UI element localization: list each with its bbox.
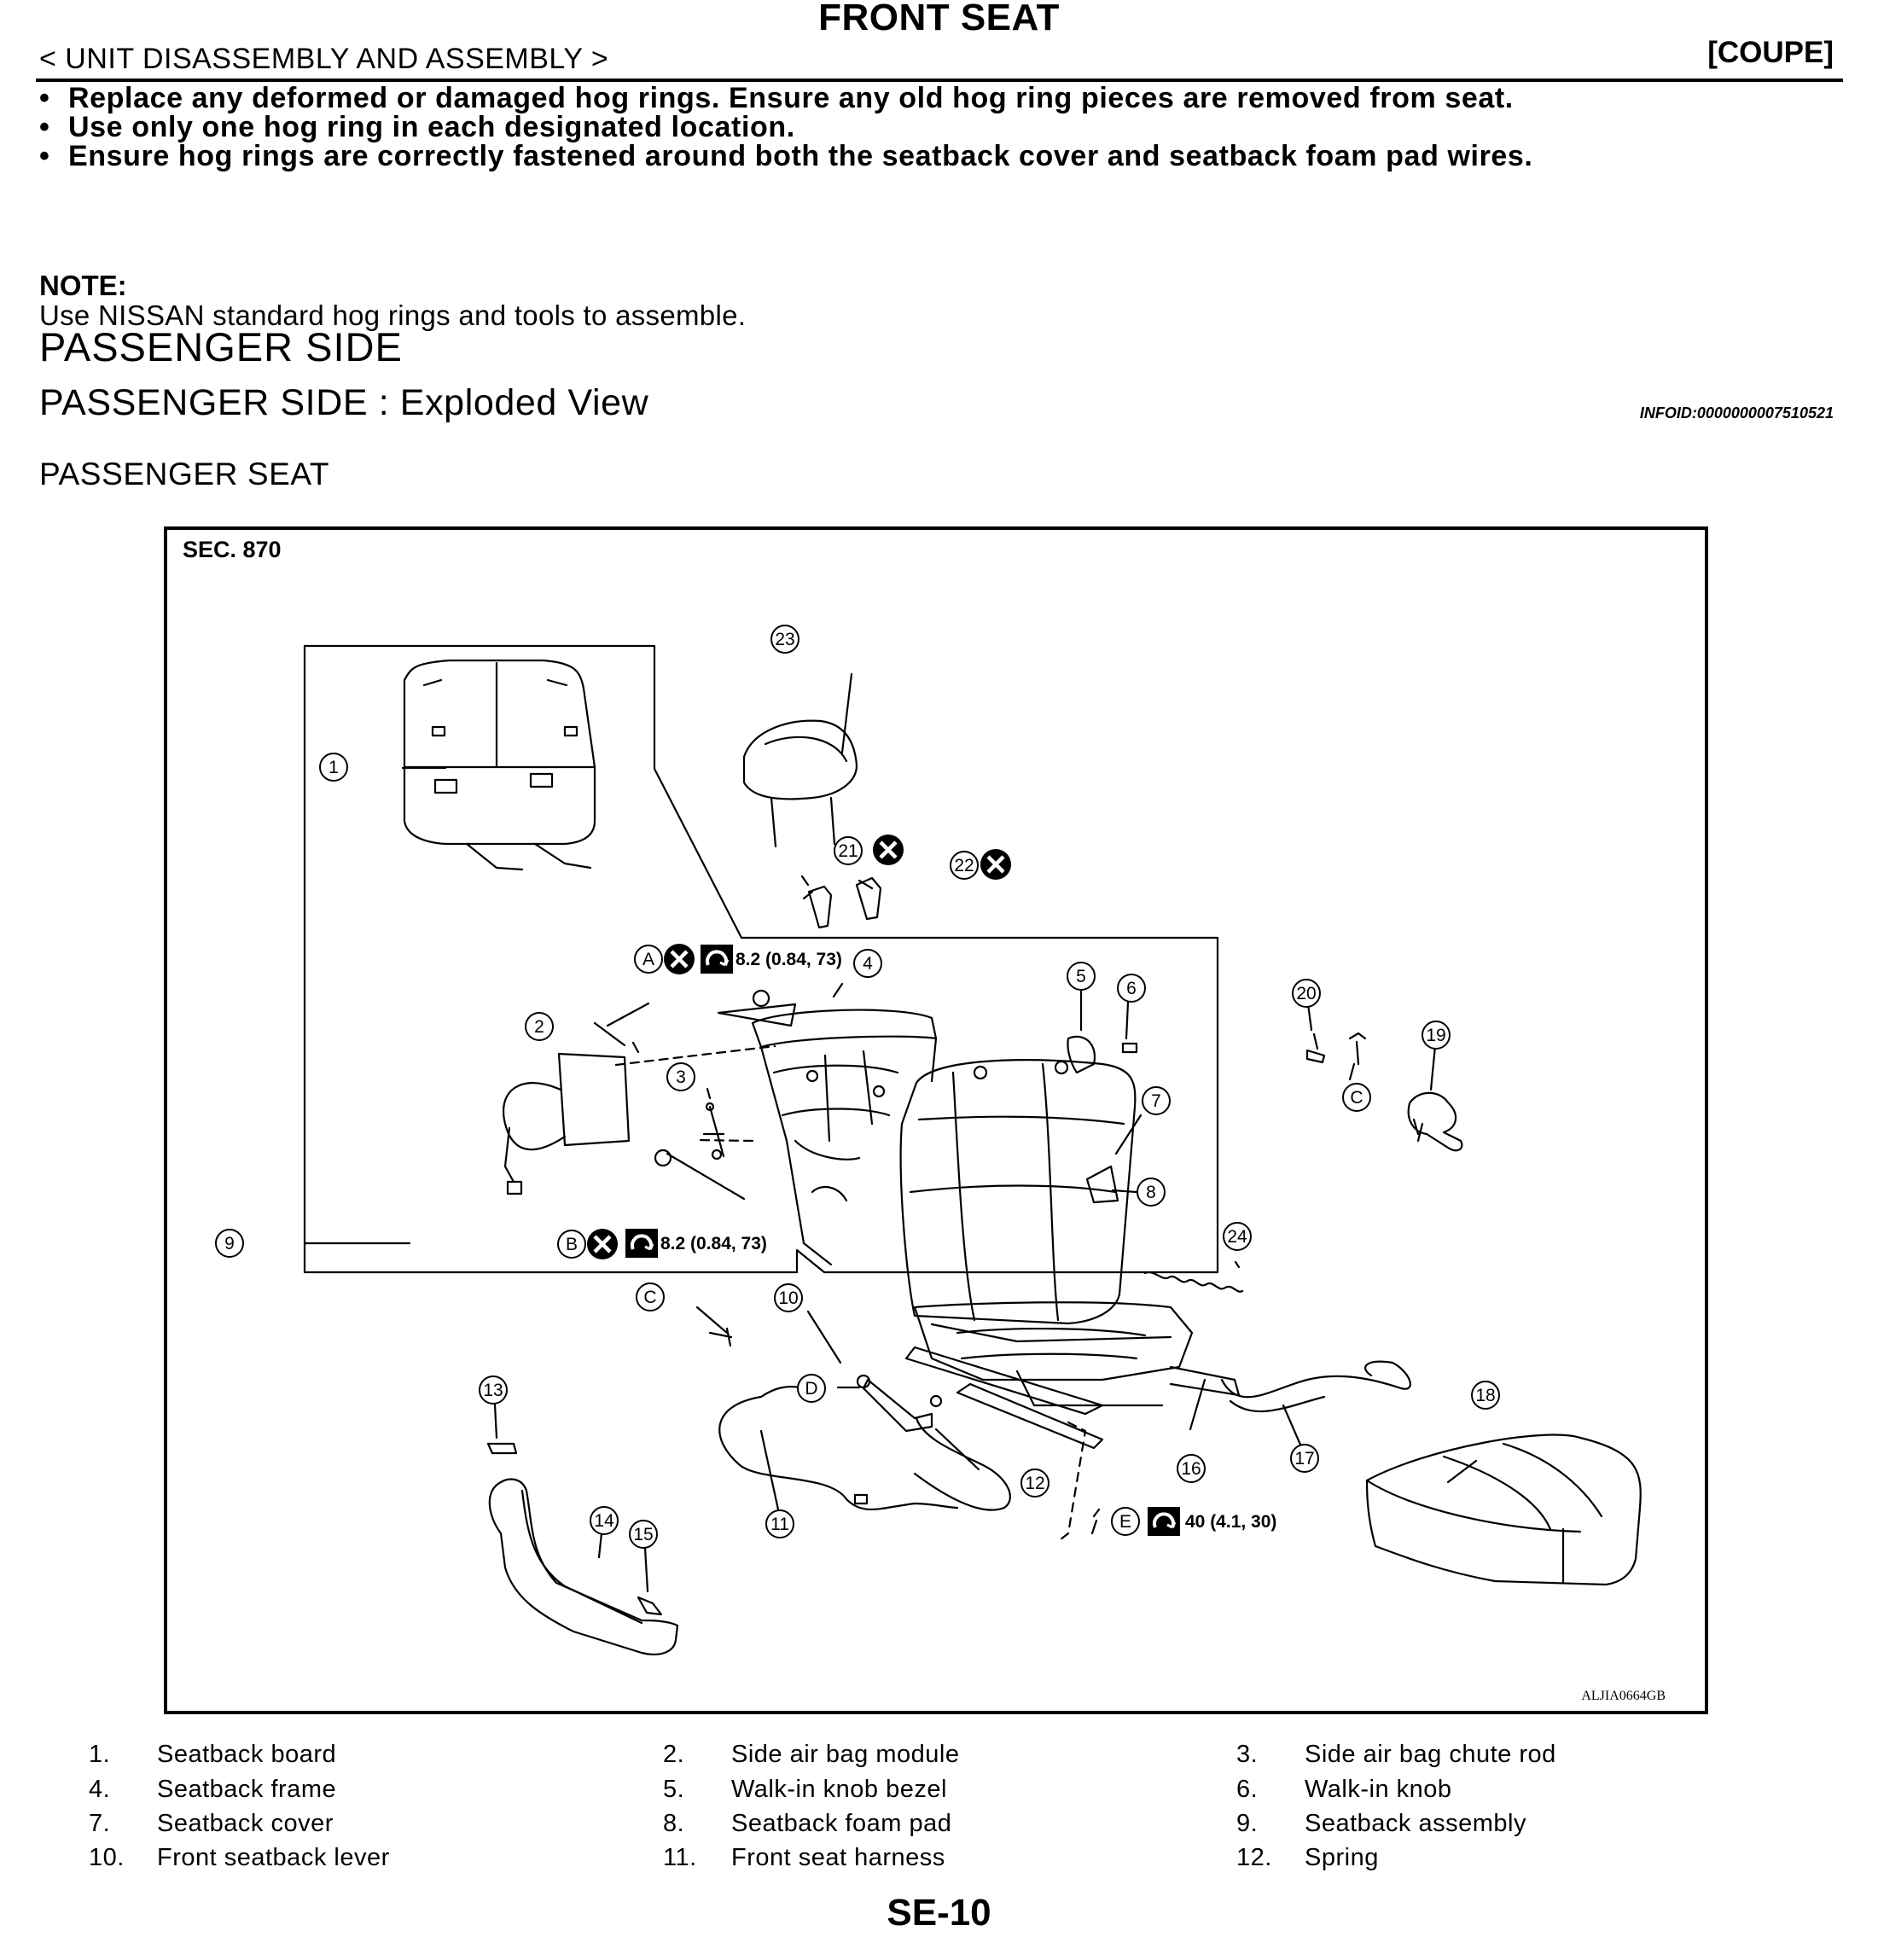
svg-text:C: C <box>1350 1088 1363 1108</box>
callout-5: 5 <box>1067 962 1096 991</box>
model-variant: [COUPE] <box>1707 36 1834 69</box>
svg-text:E: E <box>1119 1512 1131 1532</box>
callout-18: 18 <box>1471 1381 1500 1410</box>
svg-text:4: 4 <box>863 954 873 974</box>
svg-text:14: 14 <box>594 1511 614 1531</box>
svg-text:C: C <box>643 1288 656 1307</box>
callout-24: 24 <box>1223 1222 1252 1251</box>
note-text: Use NISSAN standard hog rings and tools … <box>39 300 747 331</box>
parts-legend: 1.Seatback board 2.Side air bag module 3… <box>89 1741 1556 1871</box>
svg-text:6: 6 <box>1126 979 1137 998</box>
svg-text:17: 17 <box>1294 1449 1314 1469</box>
svg-text:23: 23 <box>775 630 794 649</box>
svg-text:D: D <box>805 1379 817 1399</box>
svg-text:16: 16 <box>1181 1459 1201 1479</box>
torque-icon <box>699 943 735 975</box>
svg-text:22: 22 <box>954 856 974 875</box>
torque-b: 8.2 (0.84, 73) <box>660 1234 767 1253</box>
seat-heading: PASSENGER SEAT <box>39 457 330 491</box>
replace-icon <box>980 849 1011 880</box>
svg-text:9: 9 <box>224 1234 235 1253</box>
info-id: INFOID:0000000007510521 <box>1639 404 1834 422</box>
replace-icon <box>664 944 695 974</box>
svg-text:5: 5 <box>1076 967 1086 986</box>
header-rule <box>36 79 1843 82</box>
callout-19: 19 <box>1422 1021 1451 1050</box>
svg-text:15: 15 <box>633 1525 653 1544</box>
figure-code: ALJIA0664GB <box>1581 1689 1666 1703</box>
callout-14: 14 <box>590 1506 619 1535</box>
torque-e: 40 (4.1, 30) <box>1185 1512 1276 1532</box>
svg-text:20: 20 <box>1296 984 1316 1003</box>
callout-23: 23 <box>770 625 799 654</box>
page-number: SE-10 <box>887 1892 991 1934</box>
callout-1: 1 <box>319 753 348 782</box>
caution-item: Replace any deformed or damaged hog ring… <box>38 84 1838 113</box>
svg-text:21: 21 <box>838 841 858 861</box>
breadcrumb: < UNIT DISASSEMBLY AND ASSEMBLY > <box>39 43 609 75</box>
sec-label: SEC. 870 <box>183 537 282 562</box>
svg-text:18: 18 <box>1475 1386 1495 1405</box>
callout-21: 21 <box>834 836 863 865</box>
caution-item: Ensure hog rings are correctly fastened … <box>38 142 1838 171</box>
replace-icon <box>873 835 904 865</box>
callout-3: 3 <box>666 1062 695 1091</box>
subsection-heading: PASSENGER SIDE : Exploded View <box>39 382 649 423</box>
callout-12: 12 <box>1020 1469 1049 1498</box>
svg-text:10: 10 <box>778 1288 798 1308</box>
svg-text:24: 24 <box>1227 1227 1247 1247</box>
callout-c-right: C <box>1342 1083 1371 1112</box>
caution-list: Replace any deformed or damaged hog ring… <box>38 84 1838 171</box>
callout-6: 6 <box>1117 974 1146 1003</box>
svg-text:8: 8 <box>1146 1183 1156 1202</box>
callout-16: 16 <box>1177 1454 1206 1483</box>
callout-b: B <box>557 1230 586 1259</box>
callout-11: 11 <box>765 1509 794 1538</box>
svg-text:7: 7 <box>1151 1091 1161 1111</box>
svg-text:12: 12 <box>1025 1474 1044 1493</box>
callout-e: E <box>1111 1507 1140 1536</box>
callout-8: 8 <box>1137 1178 1166 1207</box>
callout-22: 22 <box>950 851 979 880</box>
svg-text:19: 19 <box>1426 1026 1445 1045</box>
page-title: FRONT SEAT <box>818 0 1060 38</box>
exploded-view-diagram: SEC. 870 ALJIA0664GB <box>164 526 1708 1714</box>
note-heading: NOTE: <box>39 270 127 301</box>
callout-4: 4 <box>853 949 882 978</box>
callout-17: 17 <box>1290 1444 1319 1473</box>
torque-icon <box>1146 1505 1182 1538</box>
callout-15: 15 <box>629 1520 658 1549</box>
svg-text:2: 2 <box>534 1017 544 1037</box>
svg-text:11: 11 <box>770 1515 789 1534</box>
callout-9: 9 <box>215 1229 244 1258</box>
callout-13: 13 <box>479 1375 508 1405</box>
callout-2: 2 <box>525 1012 554 1041</box>
caution-item: Use only one hog ring in each designated… <box>38 113 1838 142</box>
replace-icon <box>587 1229 618 1259</box>
callout-7: 7 <box>1142 1086 1171 1115</box>
svg-text:1: 1 <box>329 758 339 777</box>
callout-c-left: C <box>636 1282 665 1312</box>
callout-10: 10 <box>774 1283 803 1312</box>
svg-text:13: 13 <box>483 1381 503 1400</box>
section-heading: PASSENGER SIDE <box>39 324 403 369</box>
svg-text:B: B <box>566 1235 578 1254</box>
svg-text:A: A <box>642 950 654 969</box>
svg-text:3: 3 <box>676 1067 686 1087</box>
callout-a: A <box>634 945 663 974</box>
torque-a: 8.2 (0.84, 73) <box>736 950 842 969</box>
torque-icon <box>624 1227 660 1259</box>
callout-d: D <box>797 1374 826 1403</box>
callout-20: 20 <box>1292 979 1321 1008</box>
